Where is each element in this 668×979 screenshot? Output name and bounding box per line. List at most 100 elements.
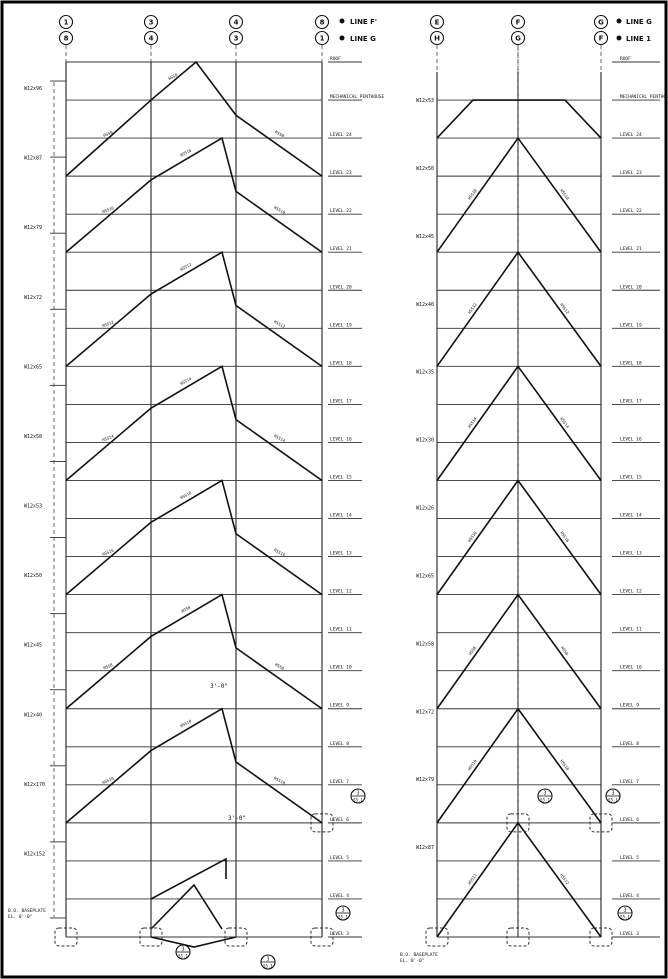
grid-bubble <box>228 30 244 46</box>
level-label: LEVEL 12 <box>620 589 642 595</box>
level-label: LEVEL 20 <box>620 284 642 290</box>
brace-label: HSS14 <box>273 433 287 443</box>
detail-callout-mark: 3 <box>266 957 269 963</box>
brace-chevron <box>65 250 323 368</box>
footing-pad <box>589 813 613 833</box>
level-label: LEVEL 18 <box>330 360 352 366</box>
brace-chevron <box>65 593 323 710</box>
column-size-label: W12x45 <box>416 234 434 240</box>
level-label: LEVEL 13 <box>330 551 352 557</box>
grid-bubble-label: G <box>598 19 604 27</box>
brace-label: HSS8 <box>103 129 114 137</box>
brace-label: HSS10 <box>273 205 287 215</box>
level-label: LEVEL 3 <box>330 931 349 937</box>
brace-label: HSS10 <box>467 187 478 200</box>
column-size-label: W12x26 <box>416 506 434 512</box>
brace-label: HSS8 <box>560 645 570 656</box>
level-label: LEVEL 10 <box>620 665 642 671</box>
grid-bubble <box>314 14 330 30</box>
brace-lower <box>150 883 223 930</box>
column-size-label: W12x40 <box>416 302 434 308</box>
grid-bubble-label: 1 <box>320 35 325 43</box>
detail-callout-sheet: S5.1 <box>263 964 273 969</box>
level-label: LEVEL 11 <box>330 627 352 633</box>
detail-callout-mark: 3 <box>623 908 626 914</box>
footing-pad <box>425 927 449 947</box>
grid-bubble <box>593 30 609 46</box>
brace-label: HSS12 <box>559 302 570 315</box>
grid-bubble-label: 8 <box>320 19 325 27</box>
footing-pad <box>506 813 530 833</box>
grid-bubble <box>228 14 244 30</box>
brace-chevron <box>65 365 323 482</box>
level-label: LEVEL 14 <box>330 513 352 519</box>
brace-label: HSS8 <box>274 662 285 671</box>
brace-label: HSS10 <box>101 205 115 214</box>
brace-chevron <box>65 136 323 253</box>
base-note: EL. 0'-0" <box>8 914 32 920</box>
brace-label: HSS10 <box>273 775 287 785</box>
grid-bubble <box>429 14 445 30</box>
column-size-label: W12x65 <box>416 573 434 579</box>
level-label: LEVEL 9 <box>620 703 639 709</box>
column-size-label: W12x65 <box>24 364 42 370</box>
brace-label: HSS10 <box>179 718 193 728</box>
detail-callout-mark: 3 <box>356 791 359 797</box>
column-size-label: W12x72 <box>24 295 42 301</box>
grid-bubble-label: 4 <box>234 19 239 27</box>
brace-label: HSS8 <box>467 645 477 656</box>
level-label: LEVEL 7 <box>330 779 349 785</box>
brace-label: HSS14 <box>101 433 115 442</box>
brace-lower <box>150 857 227 900</box>
brace-label: HSS10 <box>179 147 193 157</box>
line-marker <box>339 18 345 24</box>
level-label: LEVEL 23 <box>330 170 352 176</box>
level-label: LEVEL 15 <box>330 474 352 480</box>
footing-pad <box>506 927 530 947</box>
level-label: LEVEL 20 <box>330 284 352 290</box>
level-label: LEVEL 13 <box>620 551 642 557</box>
detail-callout-mark: 3 <box>181 947 184 953</box>
brace-label: HSS8 <box>274 129 285 138</box>
column-size-label: W12x79 <box>24 225 42 231</box>
level-label: LEVEL 24 <box>620 132 642 138</box>
level-label: LEVEL 18 <box>620 360 642 366</box>
level-label: LEVEL 17 <box>620 398 642 404</box>
column-size-label: W12x79 <box>416 777 434 783</box>
grid-bubble-label: G <box>515 35 521 43</box>
level-label: LEVEL 19 <box>330 322 352 328</box>
level-label: LEVEL 5 <box>330 855 349 861</box>
grid-bubble-label: H <box>434 35 440 43</box>
level-label: LEVEL 14 <box>620 513 642 519</box>
column-size-label: W12x87 <box>416 845 434 851</box>
dimension-note: 3'-0" <box>210 683 228 690</box>
column-size-label: W12x40 <box>24 712 42 718</box>
grid-bubble <box>314 30 330 46</box>
column-size-label: W12x87 <box>24 156 42 162</box>
brace-label: HSS12 <box>467 302 478 315</box>
footing-pad <box>310 927 334 947</box>
detail-callout-sheet: S5.1 <box>608 798 618 803</box>
grid-bubble <box>593 14 609 30</box>
brace-top <box>436 99 602 139</box>
brace-label: HSS16 <box>467 530 478 543</box>
brace-chevron <box>65 479 323 596</box>
grid-bubble-label: F <box>516 19 521 27</box>
line-marker <box>339 35 345 41</box>
detail-callout-mark: 3 <box>543 791 546 797</box>
level-label: LEVEL 16 <box>620 436 642 442</box>
level-label: LEVEL 9 <box>330 703 349 709</box>
line-label: LINE F' <box>350 18 377 26</box>
brace-label: HSS8 <box>180 605 191 614</box>
brace-lower <box>150 936 237 948</box>
level-label: ROOF <box>620 56 631 62</box>
brace-chevron <box>436 250 602 367</box>
footing-pad <box>310 813 334 833</box>
line-label: LINE G <box>350 35 376 43</box>
column-size-label: W12x53 <box>416 98 434 104</box>
brace-label: HSS12 <box>179 262 193 272</box>
brace-chevron <box>436 707 602 824</box>
brace-chevron <box>65 60 323 177</box>
